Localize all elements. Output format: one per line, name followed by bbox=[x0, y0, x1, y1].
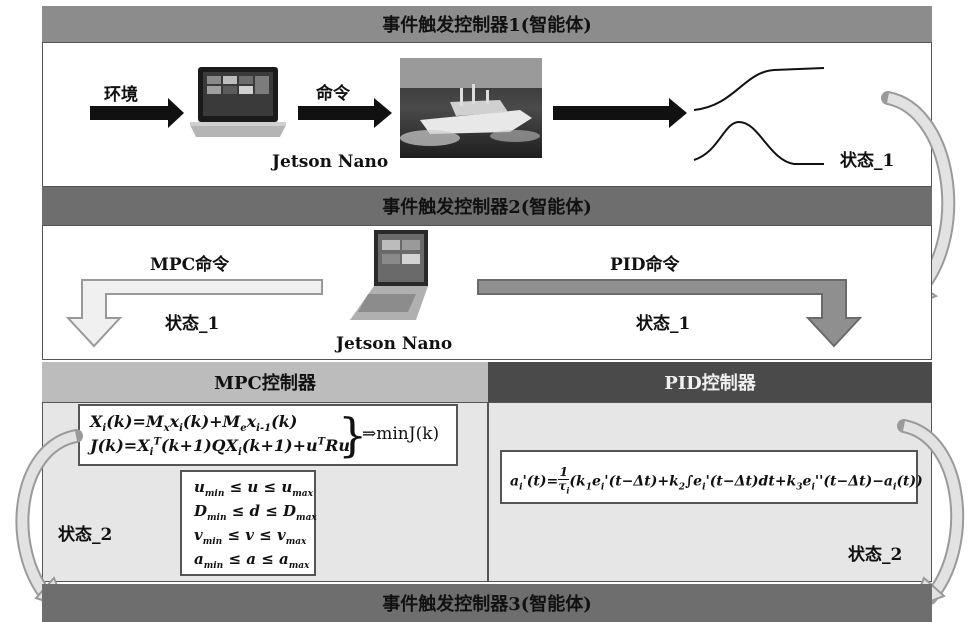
mpc-equation-line-1: Xi(k)=Mxxi(k)+Mexi-1(k) bbox=[90, 412, 298, 435]
controller-2-header: 事件触发控制器2(智能体) bbox=[42, 187, 932, 225]
command-label: 命令 bbox=[316, 84, 350, 104]
jetson-nano-label-1: Jetson Nano bbox=[272, 152, 389, 172]
constraint-u: umin ≤ u ≤ umax bbox=[194, 478, 313, 499]
controller-3-header: 事件触发控制器3(智能体) bbox=[42, 584, 932, 622]
pid-command-label: PID命令 bbox=[610, 255, 680, 275]
command-arrow-icon bbox=[298, 98, 392, 128]
mpc-command-label: MPC命令 bbox=[150, 255, 230, 275]
jetson-nano-label-2: Jetson Nano bbox=[336, 334, 453, 354]
state-1-label-top: 状态_1 bbox=[840, 151, 895, 171]
constraint-d: Dmin ≤ d ≤ Dmax bbox=[194, 502, 317, 523]
mpc-controller-header: MPC控制器 bbox=[42, 362, 488, 402]
mpc-equation-box: Xi(k)=Mxxi(k)+Mexi-1(k) J(k)=XiT(k+1)QXi… bbox=[78, 404, 458, 466]
constraint-v: vmin ≤ v ≤ vmax bbox=[194, 526, 307, 547]
state-1-label-left: 状态_1 bbox=[165, 314, 220, 334]
response-curves bbox=[693, 67, 825, 165]
laptop-icon bbox=[190, 67, 286, 137]
mpc-equation-line-2: J(k)=XiT(k+1)QXi(k+1)+uTRu bbox=[90, 436, 351, 459]
mpc-command-arrow-icon bbox=[65, 279, 323, 348]
state-1-label-right: 状态_1 bbox=[636, 314, 691, 334]
mpc-controller-title: MPC控制器 bbox=[214, 373, 316, 394]
environment-label: 环境 bbox=[104, 85, 138, 105]
laptop-2-icon bbox=[350, 230, 428, 320]
pid-controller-title: PID控制器 bbox=[664, 373, 756, 394]
controller-2-title: 事件触发控制器2(智能体) bbox=[382, 197, 592, 218]
env-arrow-icon bbox=[90, 98, 184, 128]
pid-command-arrow-icon bbox=[477, 279, 863, 348]
constraint-a: amin ≤ a ≤ amax bbox=[194, 550, 310, 571]
state-2-label-left: 状态_2 bbox=[58, 525, 113, 545]
mpc-equation-result: ⇒minJ(k) bbox=[362, 424, 440, 444]
controller-3-title: 事件触发控制器3(智能体) bbox=[382, 594, 592, 615]
controller-1-header: 事件触发控制器1(智能体) bbox=[42, 6, 932, 42]
mpc-brace: } bbox=[338, 408, 368, 462]
pid-controller-header: PID控制器 bbox=[488, 362, 932, 402]
mpc-constraints-box: umin ≤ u ≤ umax Dmin ≤ d ≤ Dmax vmin ≤ v… bbox=[180, 470, 317, 576]
output-arrow-icon bbox=[553, 98, 687, 128]
controller-1-title: 事件触发控制器1(智能体) bbox=[382, 15, 592, 36]
boat-image bbox=[400, 58, 542, 158]
state-2-label-right: 状态_2 bbox=[848, 545, 903, 565]
